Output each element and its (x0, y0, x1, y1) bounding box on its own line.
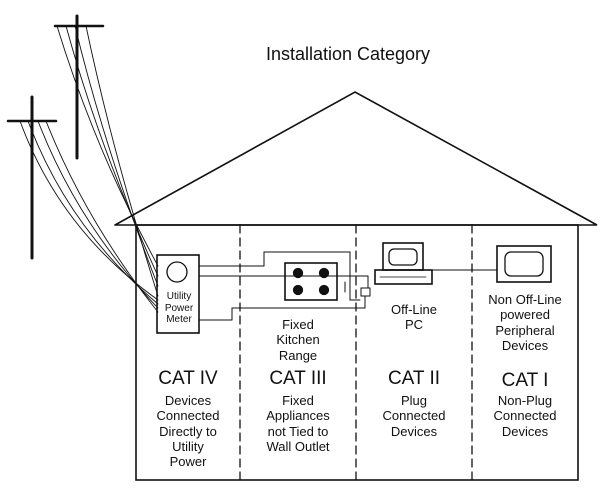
cat-i-label: CAT I (501, 370, 549, 391)
category-dividers (239, 224, 473, 481)
power-meter-icon (156, 254, 200, 334)
diagram-title: Installation Category (265, 44, 431, 64)
kitchen-range-label: Fixed Kitchen Range (276, 317, 320, 363)
plug-icon (360, 287, 371, 297)
stove-icon (284, 262, 338, 301)
computer-icon (374, 242, 433, 285)
cat-i-description: Non-Plug Connected Devices (493, 393, 557, 439)
cat-iii-label: CAT III (269, 368, 327, 389)
utility-pole-icon (6, 95, 58, 260)
offline-pc-label: Off-Line PC (390, 302, 437, 333)
cat-iv-label: CAT IV (158, 368, 218, 389)
monitor-icon (496, 245, 552, 283)
utility-pole-icon (53, 14, 105, 160)
service-drop-wires (19, 25, 159, 313)
cat-iii-description: Fixed Appliances not Tied to Wall Outlet (266, 393, 330, 454)
cat-ii-description: Plug Connected Devices (382, 393, 446, 439)
cat-iv-description: Devices Connected Directly to Utility Po… (156, 393, 220, 470)
cat-ii-label: CAT II (387, 368, 441, 389)
meter-label: Utility Power Meter (164, 291, 194, 325)
house-wiring (198, 251, 498, 321)
peripheral-devices-label: Non Off-Line powered Peripheral Devices (488, 292, 562, 353)
